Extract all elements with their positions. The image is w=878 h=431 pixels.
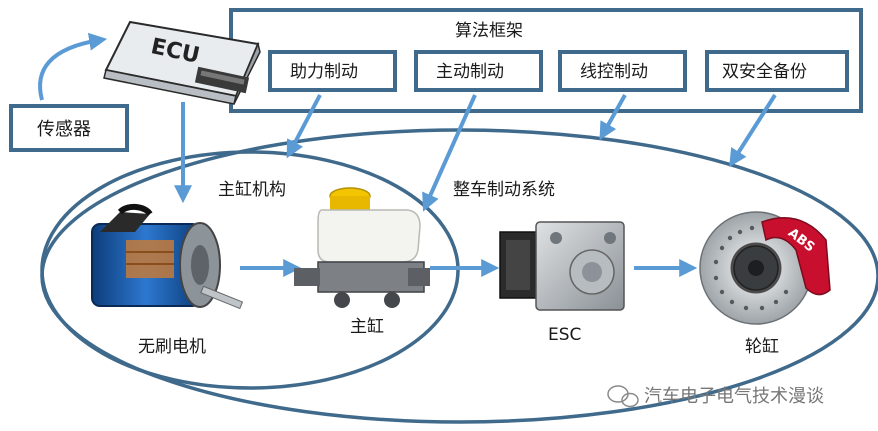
arrow-sensor-to-ecu [38, 32, 108, 101]
brushless-motor-image [91, 204, 244, 310]
framework-title: 算法框架 [455, 21, 523, 41]
arrow-assist-to-mechanism [286, 94, 322, 159]
brake-caliper-image: ABS [699, 211, 831, 325]
module-label: 双安全备份 [722, 62, 807, 82]
watermark: 汽车电子电气技术漫谈 [607, 385, 824, 408]
esc-module-image [499, 221, 625, 311]
ecu-connector [194, 66, 250, 94]
sensor-label: 传感器 [37, 119, 91, 140]
master-cylinder-mechanism-label: 主缸机构 [218, 179, 286, 200]
master-cylinder-label: 主缸 [350, 316, 384, 337]
master-cylinder-image [294, 187, 430, 308]
module-label: 线控制动 [580, 62, 648, 82]
framework-module-assist-braking: 助力制动 [268, 50, 397, 92]
arrow-active-to-master-cylinder [422, 94, 477, 212]
motor-label: 无刷电机 [138, 337, 206, 357]
disc-drill-holes [713, 225, 789, 311]
esc-label: ESC [548, 325, 581, 345]
watermark-text: 汽车电子电气技术漫谈 [644, 386, 824, 407]
framework-module-brake-by-wire: 线控制动 [558, 50, 687, 92]
sensor-box: 传感器 [9, 104, 129, 152]
caliper-label: 轮缸 [745, 336, 779, 357]
arrow-by-wire-to-system [599, 94, 627, 141]
arrow-backup-to-system [729, 93, 777, 168]
vehicle-brake-system-label: 整车制动系统 [453, 180, 555, 200]
ecu-unit: ECU [103, 20, 261, 105]
module-label: 主动制动 [436, 62, 504, 82]
framework-module-active-braking: 主动制动 [414, 50, 543, 92]
framework-module-dual-safety-backup: 双安全备份 [705, 50, 849, 92]
module-label: 助力制动 [290, 62, 358, 82]
wechat-logo-icon [607, 385, 639, 408]
